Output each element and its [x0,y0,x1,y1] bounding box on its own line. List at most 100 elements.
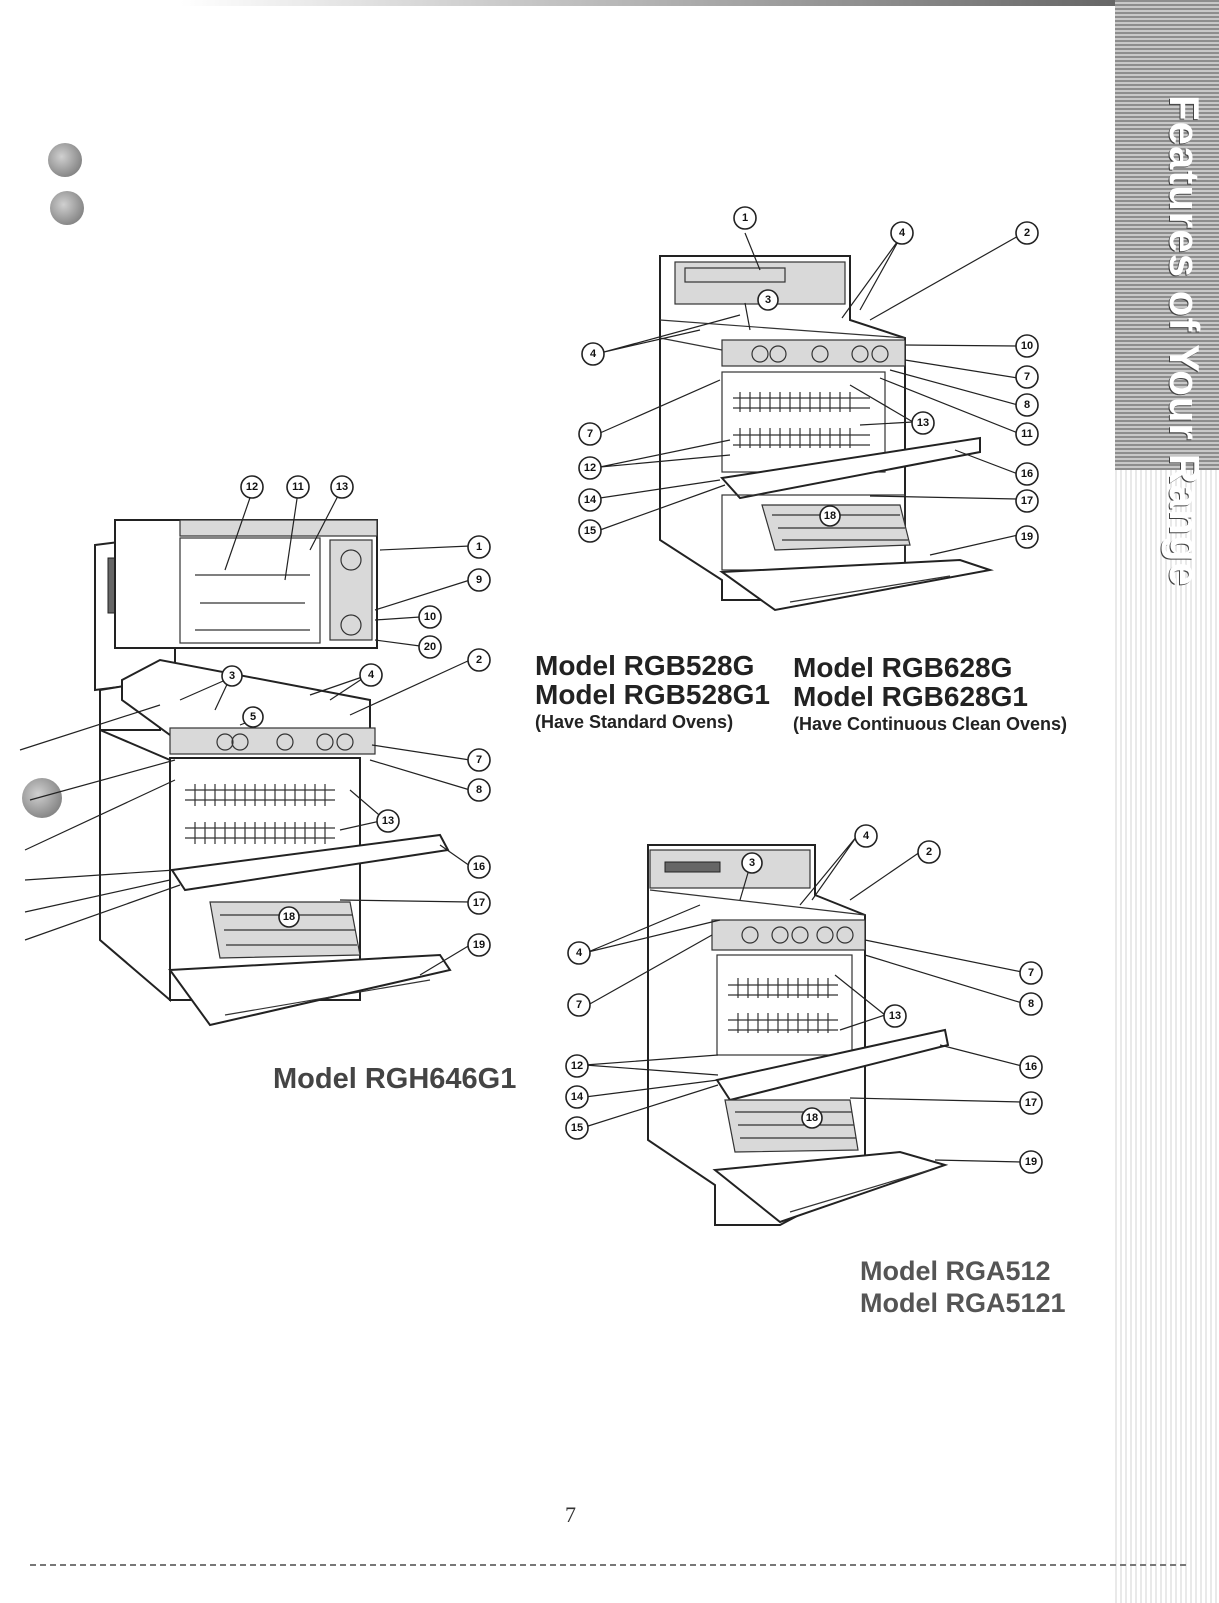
callout-17: 17 [1015,489,1039,513]
callout-13: 13 [330,475,354,499]
callout-13: 13 [911,411,935,435]
hole-punch-top [48,143,82,177]
callout-4: 4 [890,221,914,245]
bottom-edge-line [30,1564,1190,1566]
svg-text:18: 18 [283,911,295,923]
svg-text:2: 2 [926,846,932,858]
callout-14: 14 [578,488,602,512]
svg-text:9: 9 [476,574,482,586]
callout-7: 7 [1019,961,1043,985]
svg-text:2: 2 [476,654,482,666]
callout-16: 16 [467,855,491,879]
range-diagram-rgb [659,255,994,612]
model-rgb628g1: Model RGB628G1 [793,681,1028,712]
callout-19: 19 [467,933,491,957]
model-rgb628-note: (Have Continuous Clean Ovens) [793,714,1068,734]
callout-8: 8 [467,778,491,802]
page-number: 7 [565,1502,576,1527]
model-rgb528g1: Model RGB528G1 [535,679,770,710]
svg-text:8: 8 [1024,399,1030,411]
svg-text:15: 15 [571,1122,583,1134]
svg-text:18: 18 [824,510,836,522]
callout-4: 4 [854,824,878,848]
callout-12: 12 [578,456,602,480]
svg-text:14: 14 [584,494,597,506]
svg-text:18: 18 [806,1112,818,1124]
svg-text:17: 17 [1025,1097,1037,1109]
svg-text:8: 8 [476,784,482,796]
callout-15: 15 [565,1116,589,1140]
callout-7: 7 [567,993,591,1017]
svg-text:7: 7 [1028,967,1034,979]
model-rgb628g: Model RGB628G [793,652,1013,683]
svg-text:13: 13 [382,815,394,827]
model-rga512: Model RGA512 [860,1256,1051,1286]
svg-text:17: 17 [1021,495,1033,507]
svg-text:20: 20 [424,641,436,653]
hole-punch-left [22,778,62,818]
svg-text:1: 1 [742,212,748,224]
callout-1: 1 [467,535,491,559]
svg-text:7: 7 [576,999,582,1011]
svg-text:14: 14 [571,1091,584,1103]
svg-text:4: 4 [576,947,583,959]
svg-text:13: 13 [336,481,348,493]
callout-18: 18 [278,906,300,928]
callout-16: 16 [1015,462,1039,486]
svg-text:10: 10 [1021,340,1033,352]
callout-20: 20 [418,635,442,659]
leader-lines [19,232,1023,1163]
svg-text:16: 16 [1025,1061,1037,1073]
svg-text:15: 15 [584,525,596,537]
callout-7: 7 [467,748,491,772]
callout-1: 1 [733,206,757,230]
svg-text:8: 8 [1028,998,1034,1010]
svg-text:1: 1 [476,541,482,553]
callout-18: 18 [819,505,841,527]
svg-text:13: 13 [889,1010,901,1022]
callout-7: 7 [1015,365,1039,389]
callout-11: 11 [286,475,310,499]
svg-text:13: 13 [917,417,929,429]
callout-19: 19 [1019,1150,1043,1174]
callout-3: 3 [741,852,763,874]
svg-text:4: 4 [590,348,597,360]
svg-text:19: 19 [1021,531,1033,543]
svg-text:3: 3 [229,670,235,682]
svg-text:5: 5 [250,711,256,723]
svg-text:7: 7 [587,428,593,440]
callout-12: 12 [240,475,264,499]
callout-11: 11 [1015,422,1039,446]
range-diagram-rgh [94,519,452,1027]
callout-15: 15 [578,519,602,543]
callout-4: 4 [581,342,605,366]
callout-10: 10 [418,605,442,629]
callouts-rga: 4 2 3 4 7 8 7 13 12 16 14 17 15 18 19 [565,824,1043,1174]
svg-text:12: 12 [571,1060,583,1072]
callout-13: 13 [883,1004,907,1028]
callout-10: 10 [1015,334,1039,358]
callout-3: 3 [757,289,779,311]
svg-text:11: 11 [1021,428,1033,440]
svg-text:16: 16 [473,861,485,873]
side-tab-header [1115,0,1219,470]
model-rgb528g: Model RGB528G [535,650,755,681]
callout-18: 18 [801,1107,823,1129]
callout-12: 12 [565,1054,589,1078]
callout-17: 17 [1019,1091,1043,1115]
callout-2: 2 [1015,221,1039,245]
svg-text:19: 19 [473,939,485,951]
svg-text:17: 17 [473,897,485,909]
callout-9: 9 [467,568,491,592]
svg-text:3: 3 [749,857,755,869]
top-edge-bar [180,0,1219,6]
callout-4: 4 [567,941,591,965]
model-rga5121: Model RGA5121 [860,1288,1066,1318]
callout-13: 13 [376,809,400,833]
callout-8: 8 [1019,992,1043,1016]
callout-2: 2 [917,840,941,864]
model-rgb528-note: (Have Standard Ovens) [535,712,734,732]
callout-4: 4 [359,663,383,687]
svg-text:12: 12 [584,462,596,474]
